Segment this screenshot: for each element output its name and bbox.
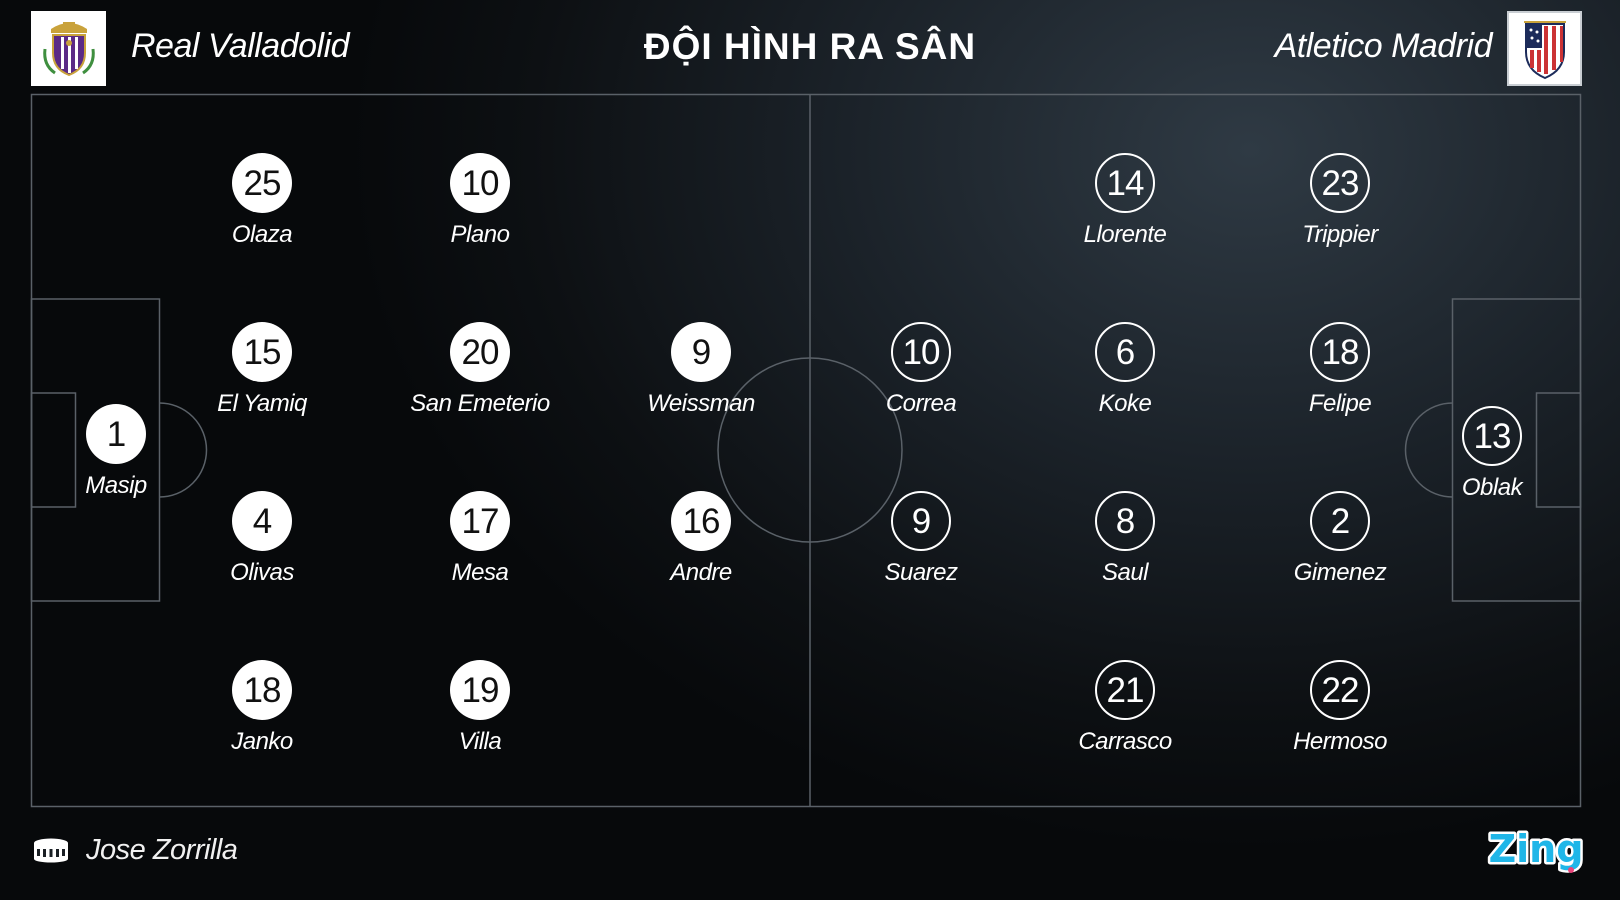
player-home: 18 Janko	[162, 660, 362, 756]
player-away: 21 Carrasco	[1025, 660, 1225, 756]
stadium-name: Jose Zorrilla	[86, 834, 238, 866]
player-away: 23 Trippier	[1240, 153, 1440, 249]
player-number: 4	[232, 491, 292, 551]
player-home: 10 Plano	[380, 153, 580, 249]
atletico-madrid-crest	[1507, 11, 1582, 86]
player-name: Carrasco	[1078, 728, 1172, 755]
player-name: Suarez	[884, 559, 958, 586]
player-name: Olivas	[230, 559, 294, 586]
player-home: 16 Andre	[601, 491, 801, 587]
player-number: 9	[891, 491, 951, 551]
player-away: 10 Correa	[821, 322, 1021, 418]
away-team-name: Atletico Madrid	[1274, 27, 1493, 65]
player-away: 18 Felipe	[1240, 322, 1440, 418]
player-name: Felipe	[1308, 390, 1372, 417]
player-name: Oblak	[1461, 474, 1523, 501]
player-number: 9	[671, 322, 731, 382]
player-number: 10	[450, 153, 510, 213]
player-away: 13 Oblak	[1392, 406, 1592, 502]
player-name: Gimenez	[1293, 559, 1387, 586]
home-goal-area	[30, 392, 77, 508]
player-name: Plano	[450, 221, 510, 248]
player-name: Masip	[85, 472, 147, 499]
player-name: San Emeterio	[410, 390, 550, 417]
player-number: 23	[1310, 153, 1370, 213]
real-valladolid-crest	[31, 11, 106, 86]
player-name: Hermoso	[1293, 728, 1387, 755]
player-name: Saul	[1101, 559, 1149, 586]
home-penalty-arc	[159, 402, 208, 498]
player-away: 9 Suarez	[821, 491, 1021, 587]
player-number: 18	[1310, 322, 1370, 382]
atletico-madrid-crest-icon	[1523, 20, 1566, 79]
player-number: 1	[86, 404, 146, 464]
player-number: 20	[450, 322, 510, 382]
player-name: Mesa	[451, 559, 509, 586]
player-number: 17	[450, 491, 510, 551]
player-name: Koke	[1098, 390, 1152, 417]
zing-logo-text: Zing	[1489, 827, 1584, 871]
player-home: 9 Weissman	[601, 322, 801, 418]
player-number: 14	[1095, 153, 1155, 213]
away-penalty-arc	[1404, 402, 1453, 498]
player-home: 1 Masip	[16, 404, 216, 500]
home-team-name: Real Valladolid	[131, 27, 350, 65]
away-goal-area	[1535, 392, 1582, 508]
player-away: 22 Hermoso	[1240, 660, 1440, 756]
player-away: 14 Llorente	[1025, 153, 1225, 249]
player-name: Andre	[670, 559, 732, 586]
player-name: Weissman	[647, 390, 755, 417]
player-name: Olaza	[231, 221, 293, 248]
player-home: 4 Olivas	[162, 491, 362, 587]
player-number: 15	[232, 322, 292, 382]
player-name: Trippier	[1302, 221, 1378, 248]
player-away: 2 Gimenez	[1240, 491, 1440, 587]
player-number: 22	[1310, 660, 1370, 720]
player-away: 8 Saul	[1025, 491, 1225, 587]
page-title: ĐỘI HÌNH RA SÂN	[643, 26, 977, 67]
player-number: 8	[1095, 491, 1155, 551]
player-number: 13	[1462, 406, 1522, 466]
player-home: 17 Mesa	[380, 491, 580, 587]
player-number: 25	[232, 153, 292, 213]
stadium-icon	[34, 838, 68, 863]
player-number: 6	[1095, 322, 1155, 382]
player-name: Llorente	[1083, 221, 1167, 248]
zing-logo: Zing Zing	[1486, 826, 1586, 874]
real-valladolid-crest-icon	[42, 21, 95, 76]
player-name: Villa	[458, 728, 502, 755]
player-number: 2	[1310, 491, 1370, 551]
player-name: Janko	[231, 728, 293, 755]
player-home: 19 Villa	[380, 660, 580, 756]
player-home: 15 El Yamiq	[162, 322, 362, 418]
zing-logo-outline: Zing	[1489, 827, 1584, 871]
player-name: Correa	[885, 390, 957, 417]
player-home: 20 San Emeterio	[380, 322, 580, 418]
player-number: 21	[1095, 660, 1155, 720]
player-number: 18	[232, 660, 292, 720]
player-number: 16	[671, 491, 731, 551]
player-name: El Yamiq	[217, 390, 307, 417]
player-away: 6 Koke	[1025, 322, 1225, 418]
center-circle	[717, 357, 903, 543]
player-home: 25 Olaza	[162, 153, 362, 249]
player-number: 10	[891, 322, 951, 382]
player-number: 19	[450, 660, 510, 720]
